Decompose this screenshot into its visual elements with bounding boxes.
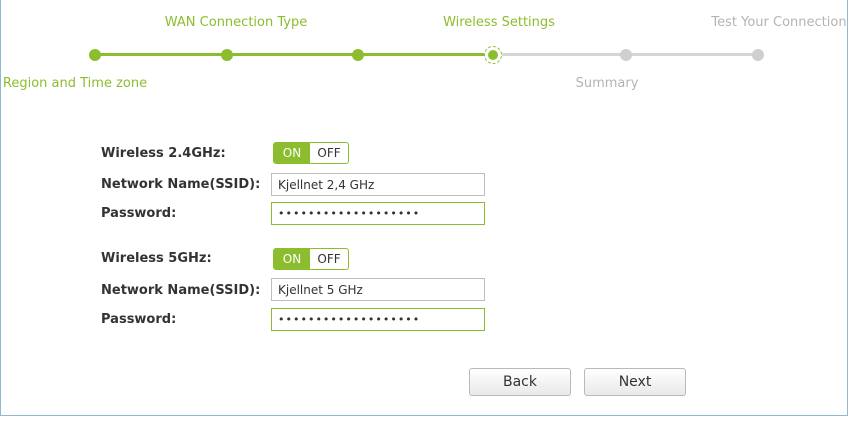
ssid-5-input[interactable]: Kjellnet 5 GHz [271,278,485,301]
password-24-label: Password: [101,206,177,221]
progress-wizard: Region and Time zone WAN Connection Type… [0,0,850,100]
step-label-wireless: Wireless Settings [443,15,555,30]
step-dot-region [89,49,101,61]
step-dot-wan [221,49,233,61]
step-label-summary: Summary [575,76,639,91]
wizard-frame [0,0,848,416]
step-dot-wireless-current [484,46,502,64]
wireless-24-off-option[interactable]: OFF [317,146,341,160]
step-label-test: Test Your Connection [711,15,847,30]
wireless-24-toggle[interactable]: ON OFF [273,142,349,164]
wireless-5-toggle[interactable]: ON OFF [273,248,349,270]
step-label-region: Region and Time zone [2,76,148,91]
ssid-24-label: Network Name(SSID): [101,177,261,192]
wireless-24-label: Wireless 2.4GHz: [101,146,226,161]
step-dot-3 [352,49,364,61]
step-dot-test [752,49,764,61]
wireless-24-on-option[interactable]: ON [274,143,310,163]
wireless-5-off-option[interactable]: OFF [317,252,341,266]
ssid-5-label: Network Name(SSID): [101,283,261,298]
password-5-input[interactable]: ••••••••••••••••••• [271,308,485,331]
wireless-5-on-option[interactable]: ON [274,249,310,269]
next-button[interactable]: Next [584,368,686,396]
password-24-input[interactable]: ••••••••••••••••••• [271,202,485,225]
password-5-label: Password: [101,312,177,327]
ssid-24-input[interactable]: Kjellnet 2,4 GHz [271,173,485,196]
wireless-5-label: Wireless 5GHz: [101,251,212,266]
progress-track-complete [95,53,493,56]
step-label-wan: WAN Connection Type [164,15,308,30]
step-dot-summary [620,49,632,61]
back-button[interactable]: Back [469,368,571,396]
